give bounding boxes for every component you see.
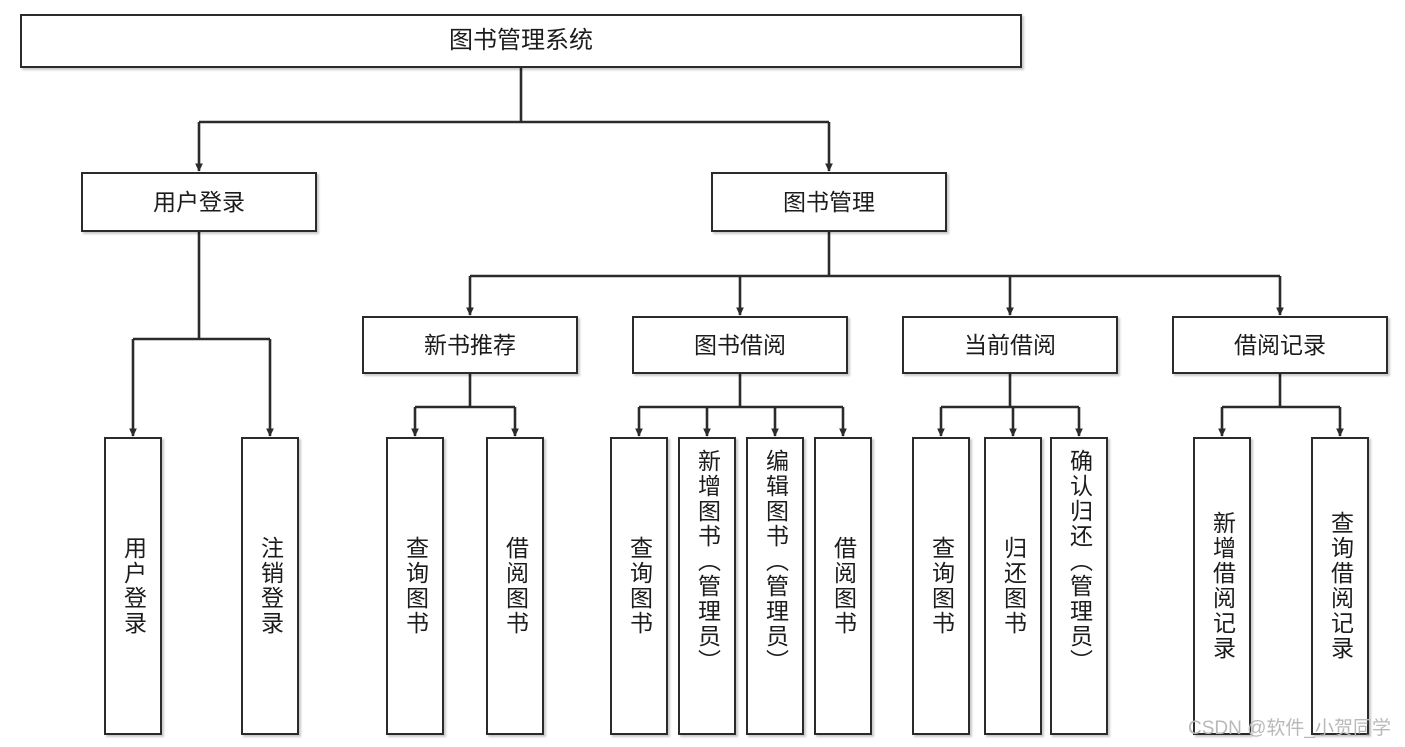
node-n_history[interactable]: 借阅记录 [1172,316,1388,374]
node-label: 图书借阅 [694,331,786,358]
node-label: 借阅记录 [1234,331,1326,358]
node-label: 查询图书 [626,536,653,636]
node-label: 借阅图书 [830,536,857,636]
node-l_c_return[interactable]: 归还图书 [984,437,1042,735]
node-l_b_borrow[interactable]: 借阅图书 [814,437,872,735]
node-label: 归还图书 [1000,536,1027,636]
node-l_h_add[interactable]: 新增借阅记录 [1193,437,1251,735]
node-l_b_query[interactable]: 查询图书 [610,437,668,735]
node-label: 注销登录 [257,536,284,636]
edges [129,68,1344,437]
node-label: 用户登录 [153,188,245,215]
node-label: 新增借阅记录 [1209,511,1236,661]
node-n_current[interactable]: 当前借阅 [902,316,1118,374]
node-label: 编辑图书（管理员） [762,449,789,674]
node-label: 图书管理系统 [449,27,593,54]
node-l_b_edit[interactable]: 编辑图书（管理员） [746,437,804,735]
node-n_new_rec[interactable]: 新书推荐 [362,316,578,374]
node-label: 用户登录 [120,536,147,636]
node-l_rec_query[interactable]: 查询图书 [386,437,444,735]
node-label: 图书管理 [783,188,875,215]
node-label: 新增图书（管理员） [694,449,721,674]
node-label: 当前借阅 [964,331,1056,358]
node-l_h_query[interactable]: 查询借阅记录 [1311,437,1369,735]
node-l_user_logout[interactable]: 注销登录 [241,437,299,735]
node-n_user_login[interactable]: 用户登录 [81,172,317,232]
node-l_b_add[interactable]: 新增图书（管理员） [678,437,736,735]
node-l_c_query[interactable]: 查询图书 [912,437,970,735]
node-l_rec_borrow[interactable]: 借阅图书 [486,437,544,735]
node-l_c_confirm[interactable]: 确认归还（管理员） [1050,437,1108,735]
node-label: 借阅图书 [502,536,529,636]
node-label: 新书推荐 [424,331,516,358]
node-label: 确认归还（管理员） [1066,449,1093,674]
node-label: 查询图书 [402,536,429,636]
node-root[interactable]: 图书管理系统 [20,14,1022,68]
node-n_book_mgmt[interactable]: 图书管理 [711,172,947,232]
csdn-watermark: CSDN @软件_小贺同学 [1188,718,1391,739]
node-n_borrow[interactable]: 图书借阅 [632,316,848,374]
node-l_user_login[interactable]: 用户登录 [104,437,162,735]
node-label: 查询图书 [928,536,955,636]
node-label: 查询借阅记录 [1327,511,1354,661]
